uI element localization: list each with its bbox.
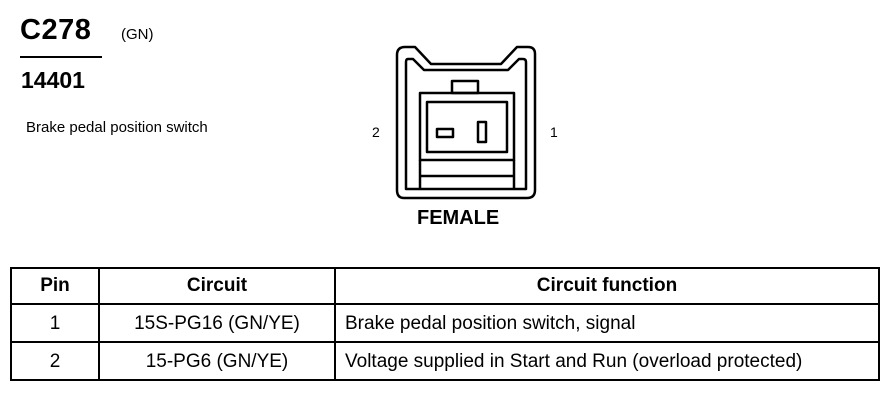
pin-number-cell: 1 <box>10 303 100 343</box>
connector-face-drawing <box>395 45 537 200</box>
table-row: 1 15S-PG16 (GN/YE) Brake pedal position … <box>10 303 880 343</box>
connector-housing-outline <box>395 45 537 200</box>
part-number: 14401 <box>21 67 85 93</box>
pin-2-terminal <box>435 127 455 139</box>
table-row: 2 15-PG6 (GN/YE) Voltage supplied in Sta… <box>10 341 880 381</box>
pin-2-label: 2 <box>372 124 380 140</box>
connector-id-underline <box>20 56 102 58</box>
pin-column-header: Pin <box>10 267 100 305</box>
circuit-function-cell: Voltage supplied in Start and Run (overl… <box>334 341 880 381</box>
pin-1-label: 1 <box>550 124 558 140</box>
circuit-function-cell: Brake pedal position switch, signal <box>334 303 880 343</box>
circuit-cell: 15-PG6 (GN/YE) <box>98 341 336 381</box>
pin-table: Pin Circuit Circuit function 1 15S-PG16 … <box>10 267 880 381</box>
pin-table-header-row: Pin Circuit Circuit function <box>10 267 880 305</box>
pin-1-terminal <box>476 120 488 144</box>
circuit-cell: 15S-PG16 (GN/YE) <box>98 303 336 343</box>
connector-gender-label: FEMALE <box>417 207 500 229</box>
terminal-cavity-inner <box>425 100 509 154</box>
circuit-column-header: Circuit <box>98 267 336 305</box>
function-column-header: Circuit function <box>334 267 880 305</box>
component-name: Brake pedal position switch <box>26 119 208 136</box>
locking-tab <box>450 79 480 95</box>
connector-id: C278 <box>20 14 92 46</box>
connector-color-code: (GN) <box>121 26 154 43</box>
pin-number-cell: 2 <box>10 341 100 381</box>
connector-housing-inner-outline <box>404 57 528 191</box>
